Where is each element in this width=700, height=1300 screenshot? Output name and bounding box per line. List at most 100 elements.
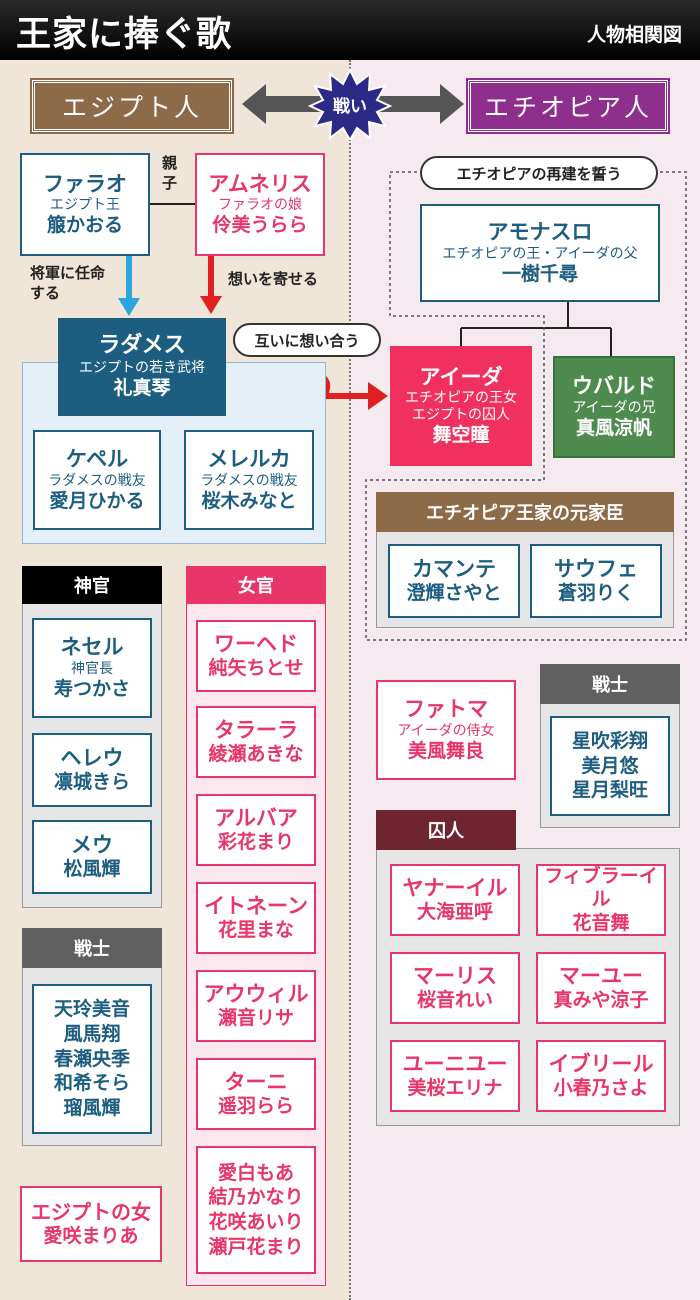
aida-card: アイーダ エチオピアの王女 エジプトの囚人 舞空瞳: [390, 346, 532, 466]
prisoner-card: ヤナーイル 大海亜呼: [390, 864, 520, 936]
actor-name: 真風涼帆: [575, 416, 652, 439]
maid-card: アルバア 彩花まり: [196, 794, 316, 866]
actor-name: 愛咲まりあ: [43, 1224, 139, 1247]
character-name: エジプトの女: [31, 1200, 151, 1225]
actor-name: 舞空瞳: [432, 424, 490, 447]
character-name: タラーラ: [214, 717, 298, 742]
page-subtitle: 人物相関図: [586, 24, 682, 46]
character-role: ラダメスの戦友: [48, 472, 146, 489]
actor-name: 寿つかさ: [53, 677, 130, 700]
character-name: ファラオ: [43, 171, 127, 196]
actor-name: 礼真琴: [113, 377, 171, 400]
actor-name: 瑠風輝: [63, 1097, 121, 1120]
actor-name: 伶美うらら: [212, 214, 308, 237]
character-role: エジプトの囚人: [412, 407, 510, 424]
prisoner-card: フィブラーイル 花音舞: [536, 864, 666, 936]
maid-card: ターニ 遥羽らら: [196, 1058, 316, 1130]
character-name: アウウィル: [203, 981, 309, 1006]
ethiopia-soldiers-card: 星吹彩翔 美月悠 星月梨旺: [550, 716, 670, 816]
actor-name: 花音舞: [572, 911, 630, 934]
priest-card: ネセル 神官長 寿つかさ: [32, 618, 152, 718]
character-name: ケペル: [65, 447, 129, 472]
actor-name: 花咲あいり: [208, 1211, 304, 1233]
actor-name: 小春乃さよ: [553, 1077, 649, 1100]
actor-name: 美桜エリナ: [407, 1077, 503, 1100]
character-name: ヤナーイル: [402, 875, 508, 900]
character-name: フィブラーイル: [544, 865, 658, 911]
actor-name: 純矢ちとせ: [208, 657, 304, 680]
actor-name: 美風舞良: [407, 739, 484, 762]
character-name: ラダメス: [98, 333, 186, 359]
actor-name: 箙かおる: [46, 214, 123, 237]
egypt-soldiers-card: 天玲美音 風馬翔 春瀬央季 和希そら 瑠風輝: [32, 984, 152, 1134]
character-role: エチオピアの王女: [405, 390, 517, 407]
actor-name: 一樹千尋: [501, 262, 578, 285]
actor-name: 星月梨旺: [571, 779, 648, 802]
prisoner-card: マーリス 桜音れい: [390, 952, 520, 1024]
character-name: サウフェ: [554, 556, 638, 581]
actor-name: 愛月ひかる: [49, 489, 145, 512]
actor-name: 桜音れい: [416, 989, 493, 1012]
priest-card: メウ 松風輝: [32, 820, 152, 894]
character-name: ワーヘド: [214, 631, 298, 656]
priest-card: ヘレウ 凛城きら: [32, 733, 152, 807]
priests-header: 神官: [22, 566, 162, 604]
maid-card: タラーラ 綾瀬あきな: [196, 706, 316, 778]
retainer-card: カマンテ 澄輝さやと: [388, 544, 520, 618]
appoint-label: 将軍に任命する: [30, 264, 106, 302]
character-name: ヘレウ: [60, 745, 124, 770]
maid-card: ワーヘド 純矢ちとせ: [196, 620, 316, 692]
character-name: メウ: [71, 832, 113, 857]
character-name: ファトマ: [404, 697, 488, 722]
actor-name: 桜木みなと: [201, 489, 297, 512]
character-name: カマンテ: [412, 556, 496, 581]
character-name: イブリール: [548, 1051, 654, 1076]
title-bar: [0, 0, 700, 60]
mererka-card: メレルカ ラダメスの戦友 桜木みなと: [184, 430, 314, 530]
actor-name: 風馬翔: [63, 1022, 121, 1045]
character-role: アイーダの兄: [572, 399, 656, 416]
maid-card: アウウィル 瀬音リサ: [196, 970, 316, 1042]
character-name: アモナスロ: [487, 220, 593, 245]
maid-card: イトネーン 花里まな: [196, 882, 316, 954]
retainers-header: エチオピア王家の元家臣: [376, 492, 674, 532]
actor-name: 松風輝: [63, 858, 121, 881]
side-divider: [349, 60, 351, 1300]
character-name: アムネリス: [208, 171, 312, 196]
actor-name: 花里まな: [217, 919, 294, 942]
battle-label: 戦い: [333, 97, 367, 117]
character-role: エジプト王: [50, 197, 120, 214]
actor-name: 蒼羽りく: [557, 582, 634, 605]
ethiopia-nation-banner: エチオピア人: [466, 78, 670, 134]
actor-name: 結乃かなり: [208, 1186, 304, 1209]
parent-child-label: 親子: [162, 154, 178, 192]
kepel-card: ケペル ラダメスの戦友 愛月ひかる: [33, 430, 161, 530]
maids-header: 女官: [186, 566, 326, 604]
prisoner-card: イブリール 小春乃さよ: [536, 1040, 666, 1112]
mutual-love-label: 互いに想い合う: [233, 323, 381, 357]
character-name: マーリス: [413, 963, 497, 988]
egypt-soldiers-header: 戦士: [22, 928, 162, 968]
prisoner-card: マーユー 真みや涼子: [536, 952, 666, 1024]
character-role: ラダメスの戦友: [200, 472, 298, 489]
character-name: ネセル: [60, 635, 124, 660]
actor-name: 綾瀬あきな: [208, 743, 304, 766]
character-role: 神官長: [71, 660, 113, 677]
amneris-card: アムネリス ファラオの娘 伶美うらら: [195, 153, 325, 256]
page-title: 王家に捧ぐ歌: [16, 14, 233, 55]
actor-name: 遥羽らら: [217, 1095, 294, 1118]
actor-name: 瀬音リサ: [217, 1007, 294, 1030]
character-name: ユーニユー: [402, 1051, 508, 1076]
actor-name: 和希そら: [53, 1072, 130, 1095]
affection-label: 想いを寄せる: [228, 270, 319, 288]
character-name: アイーダ: [419, 364, 503, 389]
actor-name: 星吹彩翔: [571, 729, 648, 752]
character-name: メレルカ: [207, 447, 291, 472]
character-role: エジプトの若き武将: [79, 360, 205, 377]
character-name: マーユー: [559, 963, 643, 988]
retainer-card: サウフェ 蒼羽りく: [530, 544, 662, 618]
ethiopia-soldiers-header: 戦士: [540, 664, 680, 704]
prisoners-header: 囚人: [376, 810, 516, 850]
fatoma-card: ファトマ アイーダの侍女 美風舞良: [376, 680, 516, 780]
character-name: ウバルド: [572, 374, 656, 399]
